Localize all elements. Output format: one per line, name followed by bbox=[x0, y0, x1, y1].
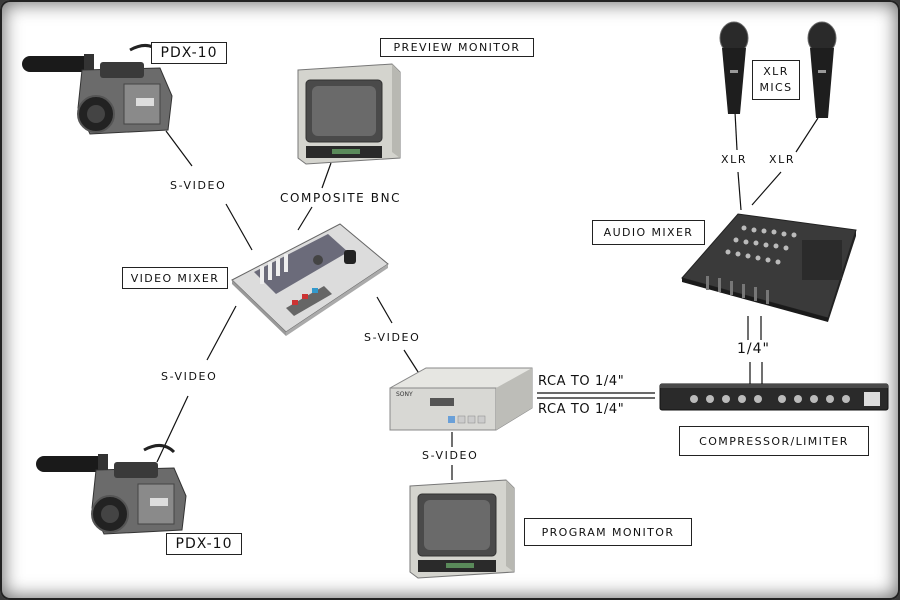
line-svideo-deck bbox=[403, 349, 421, 376]
camcorder-bottom-image bbox=[36, 444, 187, 535]
svideo-deck-label: S-VIDEO bbox=[364, 331, 421, 344]
svg-text:SONY: SONY bbox=[396, 391, 413, 398]
program-monitor-image bbox=[409, 479, 515, 579]
line-cam-top-svideo bbox=[165, 130, 193, 167]
line-mixer-svideo-deck bbox=[376, 296, 393, 324]
microphone-left bbox=[719, 21, 749, 114]
line-bnc-mixer bbox=[297, 206, 313, 231]
xlr-mics-label: XLR MICS bbox=[752, 60, 800, 100]
line-mic2-xlr bbox=[795, 117, 819, 153]
svideo-program-label: S-VIDEO bbox=[422, 449, 479, 462]
xlr-left-label: XLR bbox=[721, 153, 748, 166]
camera-bottom-label: PDX-10 bbox=[166, 533, 242, 555]
camcorder-top-image bbox=[22, 44, 173, 135]
preview-monitor-label: PREVIEW MONITOR bbox=[380, 38, 534, 57]
video-deck-image: SONY bbox=[389, 367, 533, 431]
line-xlr1-mixer bbox=[737, 171, 742, 211]
preview-monitor-image bbox=[297, 63, 401, 165]
svideo-bottom-label: S-VIDEO bbox=[161, 370, 218, 383]
quarter-inch-label: 1/4" bbox=[737, 341, 770, 357]
compressor-limiter-image bbox=[659, 383, 889, 411]
video-mixer-image bbox=[231, 223, 389, 336]
line-mic1-xlr bbox=[734, 111, 738, 151]
xlr-right-label: XLR bbox=[769, 153, 796, 166]
microphone-right bbox=[807, 21, 837, 118]
svideo-top-label: S-VIDEO bbox=[170, 179, 227, 192]
composite-bnc-label: COMPOSITE BNC bbox=[280, 191, 402, 205]
camera-top-label: PDX-10 bbox=[151, 42, 227, 64]
program-monitor-label: PROGRAM MONITOR bbox=[524, 518, 692, 546]
audio-mixer-label: AUDIO MIXER bbox=[592, 220, 705, 245]
xlr-microphones-image bbox=[719, 21, 837, 118]
audio-mixer-image bbox=[681, 213, 857, 322]
rca-top-label: RCA TO 1/4" bbox=[538, 374, 625, 389]
rca-bottom-label: RCA TO 1/4" bbox=[538, 402, 625, 417]
line-mixer-svideo-left bbox=[206, 305, 237, 361]
video-mixer-label: VIDEO MIXER bbox=[122, 267, 228, 289]
line-xlr2-mixer bbox=[751, 171, 782, 206]
line-svideo-cam-bottom bbox=[156, 395, 189, 463]
compressor-limiter-label: COMPRESSOR/LIMITER bbox=[679, 426, 869, 456]
line-preview-bnc bbox=[321, 162, 332, 189]
line-svideo-mixer-top bbox=[225, 203, 253, 251]
